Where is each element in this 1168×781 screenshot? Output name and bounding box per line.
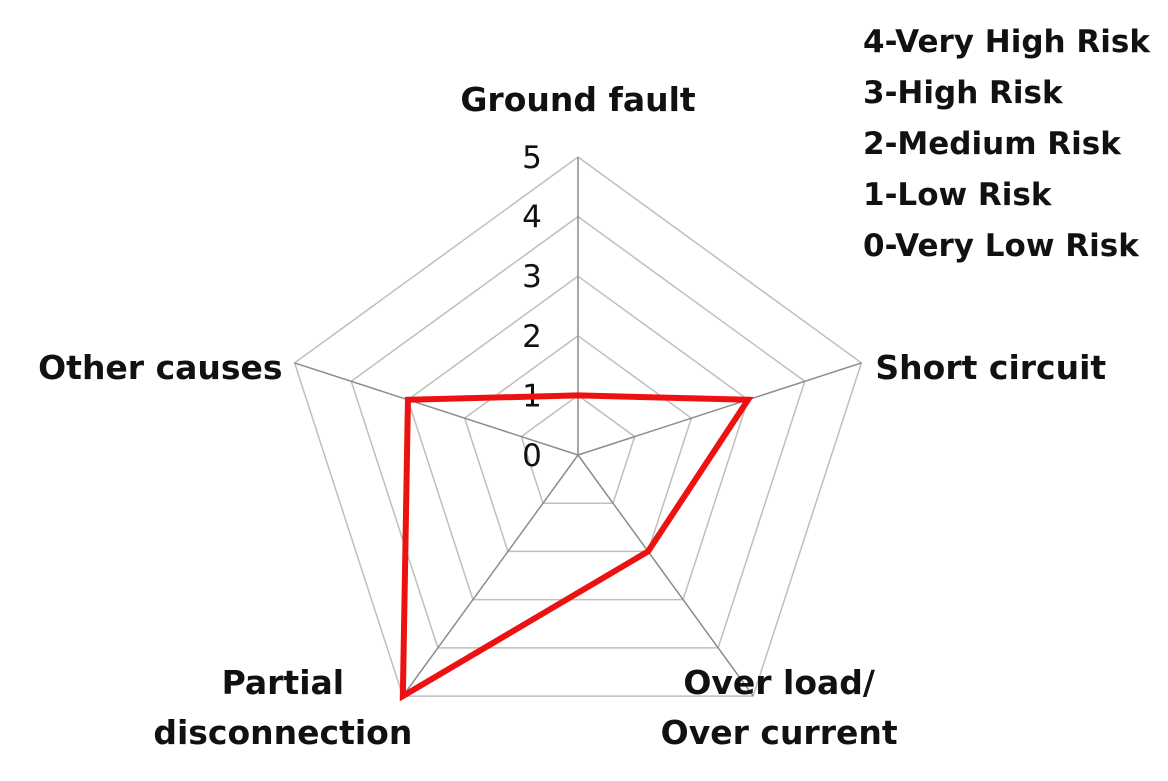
tick-label-4: 4 [522, 200, 542, 236]
category-label-disconnection: disconnection [153, 713, 412, 752]
data-point-partial-disconnection [399, 693, 406, 700]
radar-spokes [294, 157, 862, 697]
grid-ring-4 [350, 215, 806, 649]
legend-note-3-high-risk: 3-High Risk [863, 75, 1064, 111]
series-line [399, 392, 754, 702]
tick-label-0: 0 [522, 438, 542, 474]
legend-note-4-very-high-risk: 4-Very High Risk [863, 24, 1151, 60]
category-label-over-current: Over current [661, 713, 898, 752]
data-point-over-load-over-current [645, 548, 652, 555]
radar-grid [293, 156, 863, 697]
tick-label-2: 2 [522, 319, 542, 355]
spoke-other-causes [294, 362, 579, 456]
category-label-over-load: Over load/ [683, 663, 876, 702]
grid-ring-1 [520, 394, 636, 504]
tick-label-3: 3 [522, 259, 542, 295]
data-point-short-circuit [745, 396, 752, 403]
risk-legend: 4-Very High Risk 3-High Risk 2-Medium Risk… [863, 24, 1151, 264]
grid-ring-3 [407, 275, 749, 601]
category-label-other-causes: Other causes [38, 348, 282, 387]
legend-note-2-medium-risk: 2-Medium Risk [863, 126, 1122, 162]
category-label-ground-fault: Ground fault [460, 80, 696, 119]
category-label-short-circuit: Short circuit [875, 348, 1106, 387]
grid-ring-2 [463, 334, 693, 553]
radar-series [399, 392, 754, 702]
legend-note-0-very-low-risk: 0-Very Low Risk [863, 228, 1140, 264]
tick-label-5: 5 [522, 140, 542, 176]
spoke-short-circuit [577, 362, 862, 456]
legend-note-1-low-risk: 1-Low Risk [863, 177, 1053, 213]
category-label-partial: Partial [222, 663, 345, 702]
data-point-ground-fault [575, 392, 581, 399]
spoke-over-load-over-current [577, 454, 754, 697]
data-point-other-causes [404, 396, 411, 403]
grid-ring-5 [293, 156, 863, 697]
spoke-partial-disconnection [402, 454, 579, 697]
